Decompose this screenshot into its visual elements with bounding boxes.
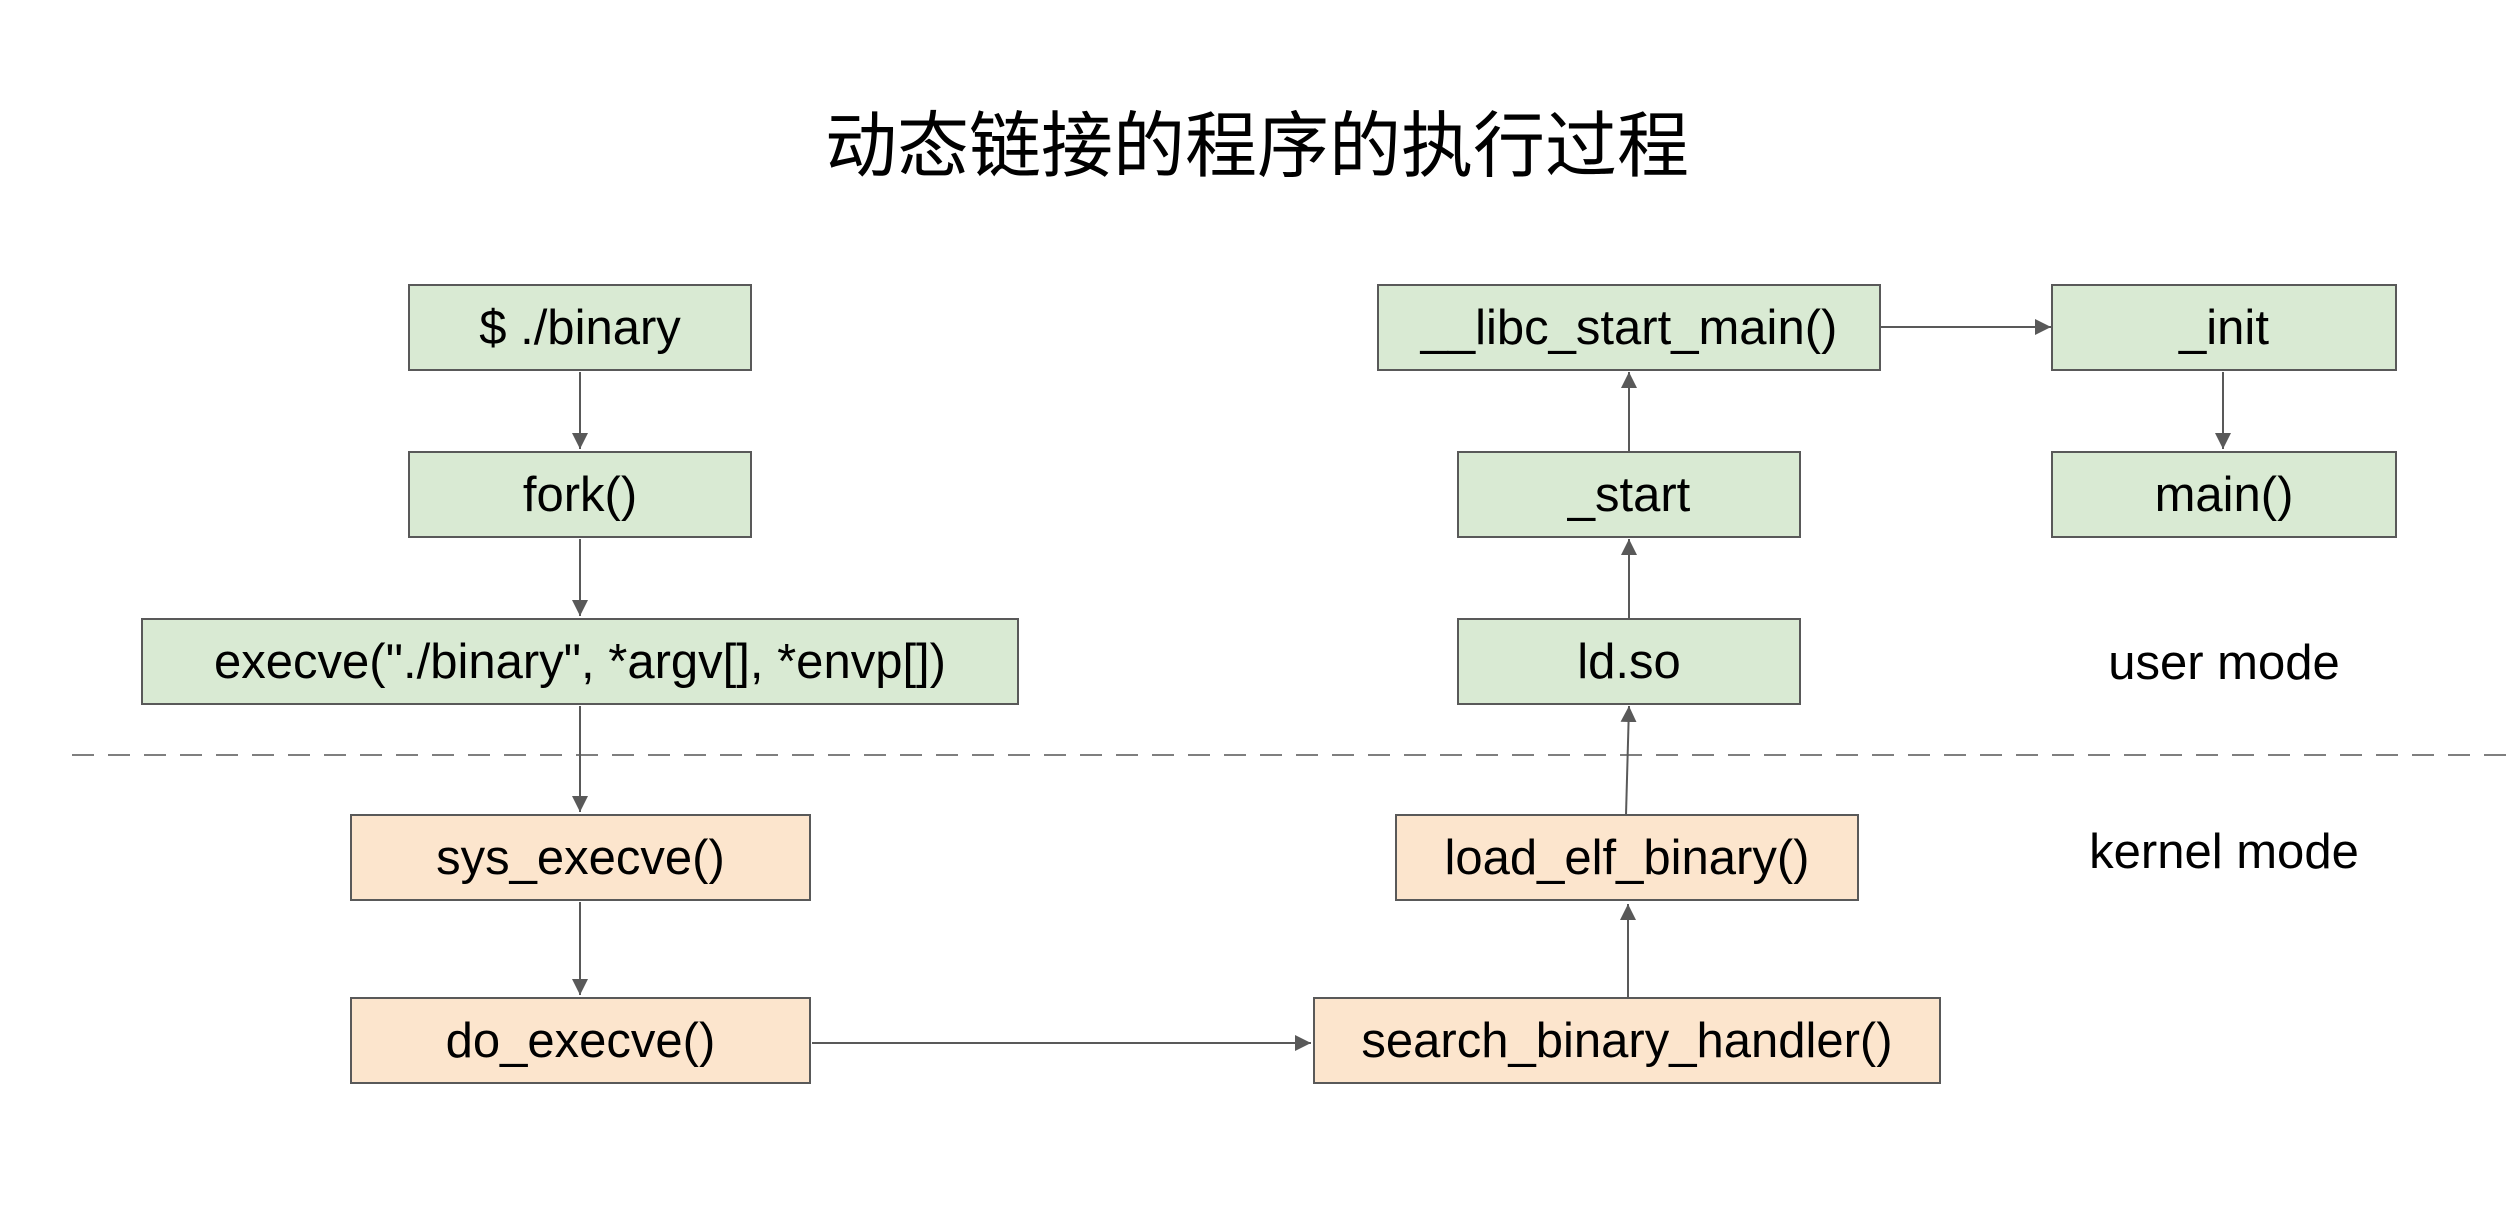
arrow-load-elf-binary-to-ld-so (1620, 705, 1637, 816)
node-execve: execve("./binary", *argv[], *envp[]) (141, 618, 1019, 705)
node-fork: fork() (408, 451, 752, 538)
kernel-mode-label: kernel mode (2089, 825, 2359, 879)
node-main: main() (2051, 451, 2397, 538)
node-load-elf-binary: load_elf_binary() (1395, 814, 1859, 901)
node-search-binary-handler: search_binary_handler() (1313, 997, 1941, 1084)
user-mode-label: user mode (2108, 636, 2340, 690)
node-init: _init (2051, 284, 2397, 371)
node-do-execve: do_execve() (350, 997, 811, 1084)
diagram-title: 动态链接的程序的执行过程 (824, 104, 1689, 188)
node-ld-so: ld.so (1457, 618, 1801, 705)
node-libc-start-main: __libc_start_main() (1377, 284, 1881, 371)
node-sys-execve: sys_execve() (350, 814, 811, 901)
node-shell-command: $ ./binary (408, 284, 752, 371)
node-start: _start (1457, 451, 1801, 538)
